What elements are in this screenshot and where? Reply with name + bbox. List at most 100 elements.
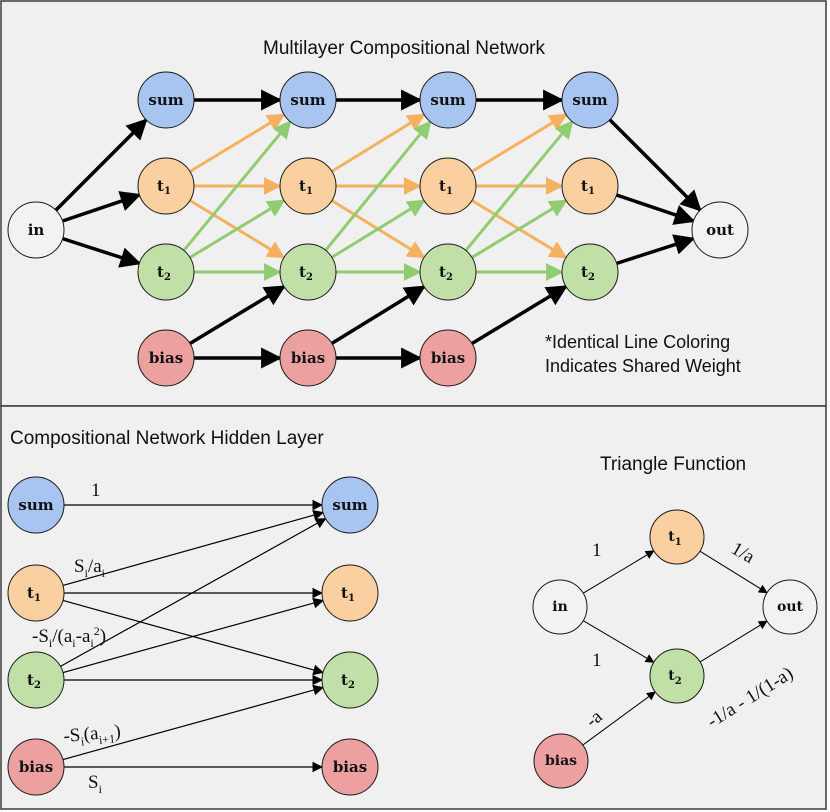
tri-node-out-circle xyxy=(762,579,818,635)
hl-right-bias-circle xyxy=(321,738,379,796)
edge-bias-t2-2 xyxy=(471,285,568,345)
edge-t2-sum-0 xyxy=(182,120,292,252)
node-in-circle xyxy=(7,201,65,259)
edge-out-t2 xyxy=(616,234,696,266)
edge-in-t2 xyxy=(62,236,142,268)
hl-right-sum-circle xyxy=(321,476,379,534)
weight-sum-label: 1 xyxy=(91,480,101,501)
hl-edge-bias-t2 xyxy=(62,684,325,761)
node-t2-layer4: t2 xyxy=(561,243,619,301)
edge-t1-sum-2 xyxy=(471,113,568,173)
shared-weight-note-line1: *Identical Line Coloring xyxy=(545,332,730,352)
edge-t2-t1-0 xyxy=(189,199,286,259)
node-t1-layer2: t1 xyxy=(279,157,337,215)
tri-edge-in-t1 xyxy=(582,550,655,594)
node-t1-layer1-circle xyxy=(137,157,195,215)
hl-left-t2: t2 xyxy=(7,651,65,709)
edge-out-sum xyxy=(608,118,702,212)
hl-right-t1-circle xyxy=(321,564,379,622)
node-out: out xyxy=(691,201,749,259)
tri-node-t2-label: t2 xyxy=(668,668,681,687)
hl-left-sum-circle xyxy=(7,476,65,534)
node-bias-layer3-circle xyxy=(419,329,477,387)
tri-node-in: in xyxy=(532,579,588,635)
weight-bias-to-t2-label: -Si(ai+1) xyxy=(63,721,122,750)
node-t2-layer1-circle xyxy=(137,243,195,301)
node-sum-layer4: sum xyxy=(561,71,619,129)
node-sum-layer3-label: sum xyxy=(430,91,465,109)
node-sum-layer3-circle xyxy=(419,71,477,129)
hl-left-t1: t1 xyxy=(7,564,65,622)
hl-left-bias: bias xyxy=(7,738,65,796)
node-t2-layer1: t2 xyxy=(137,243,195,301)
weight-t2-label: -Si/(ai-ai2) xyxy=(32,624,106,650)
hl-right-bias-label: bias xyxy=(333,758,367,776)
node-bias-layer3-label: bias xyxy=(431,349,465,367)
edge-out-t1 xyxy=(615,193,696,225)
hl-right-t2: t2 xyxy=(321,651,379,709)
hl-left-t1-circle xyxy=(7,564,65,622)
tri-edge-t1-out xyxy=(699,550,768,594)
node-sum-layer3: sum xyxy=(419,71,477,129)
node-sum-layer1-label: sum xyxy=(148,91,183,109)
node-sum-layer2-circle xyxy=(279,71,337,129)
node-sum-layer4-label: sum xyxy=(572,91,607,109)
node-in-label: in xyxy=(28,221,45,239)
node-t2-layer4-circle xyxy=(561,243,619,301)
node-t2-layer3-circle xyxy=(419,243,477,301)
edge-t1-sum-0 xyxy=(189,113,286,173)
edge-t2-sum-2 xyxy=(464,120,574,252)
hl-right-sum: sum xyxy=(321,476,379,534)
node-t1-layer1: t1 xyxy=(137,157,195,215)
edge-in-t1 xyxy=(61,191,142,223)
tri-node-bias-circle xyxy=(533,733,589,789)
tri-edge-in-t2 xyxy=(583,620,655,663)
node-sum-layer2: sum xyxy=(279,71,337,129)
hl-right-t1-label: t1 xyxy=(341,584,355,604)
edge-t2-sum-1 xyxy=(324,120,432,252)
node-bias-layer1-label: bias xyxy=(149,349,183,367)
hl-edge-t2-t1 xyxy=(62,597,325,674)
node-t1-layer4-label: t1 xyxy=(581,177,595,197)
node-t1-layer4-circle xyxy=(561,157,619,215)
weight-t1-label: Si/ai xyxy=(74,556,106,580)
edge-in-sum xyxy=(54,118,148,212)
hl-left-bias-circle xyxy=(7,738,65,796)
tri-edge-bias-t2 xyxy=(582,691,656,746)
hidden-layer-title: Compositional Network Hidden Layer xyxy=(10,428,324,449)
shared-weight-note-line2: Indicates Shared Weight xyxy=(545,356,741,376)
node-t1-layer2-circle xyxy=(279,157,337,215)
node-sum-layer1-circle xyxy=(137,71,195,129)
node-bias-layer1-circle xyxy=(137,329,195,387)
tri-node-t1-label: t1 xyxy=(668,529,681,548)
hl-left-t2-label: t2 xyxy=(27,671,41,691)
tri-node-in-circle xyxy=(532,579,588,635)
node-t2-layer3: t2 xyxy=(419,243,477,301)
tri-node-t2: t2 xyxy=(649,648,705,704)
node-t1-layer4: t1 xyxy=(561,157,619,215)
edge-bias-t2-1 xyxy=(330,285,426,345)
hl-right-t2-circle xyxy=(321,651,379,709)
node-bias-layer2-circle xyxy=(279,329,337,387)
tri-node-t1-circle xyxy=(649,509,705,565)
node-t2-layer2: t2 xyxy=(279,243,337,301)
weight-bias-to-bias-label: Si xyxy=(88,772,103,796)
edge-t2-t1-2 xyxy=(471,199,568,259)
node-t2-layer2-circle xyxy=(279,243,337,301)
triangle-edges xyxy=(582,550,768,746)
node-sum-layer1: sum xyxy=(137,71,195,129)
hl-left-bias-label: bias xyxy=(19,758,53,776)
node-t1-layer3: t1 xyxy=(419,157,477,215)
hl-right-sum-label: sum xyxy=(332,496,367,514)
hl-edge-t2-sum xyxy=(60,518,327,667)
tri-node-bias-label: bias xyxy=(545,753,577,769)
edge-t1-sum-1 xyxy=(331,113,426,173)
tri-node-t2-circle xyxy=(649,648,705,704)
hl-right-t1: t1 xyxy=(321,564,379,622)
tri-node-bias: bias xyxy=(533,733,589,789)
hl-left-t1-label: t1 xyxy=(27,584,41,604)
node-in: in xyxy=(7,201,65,259)
